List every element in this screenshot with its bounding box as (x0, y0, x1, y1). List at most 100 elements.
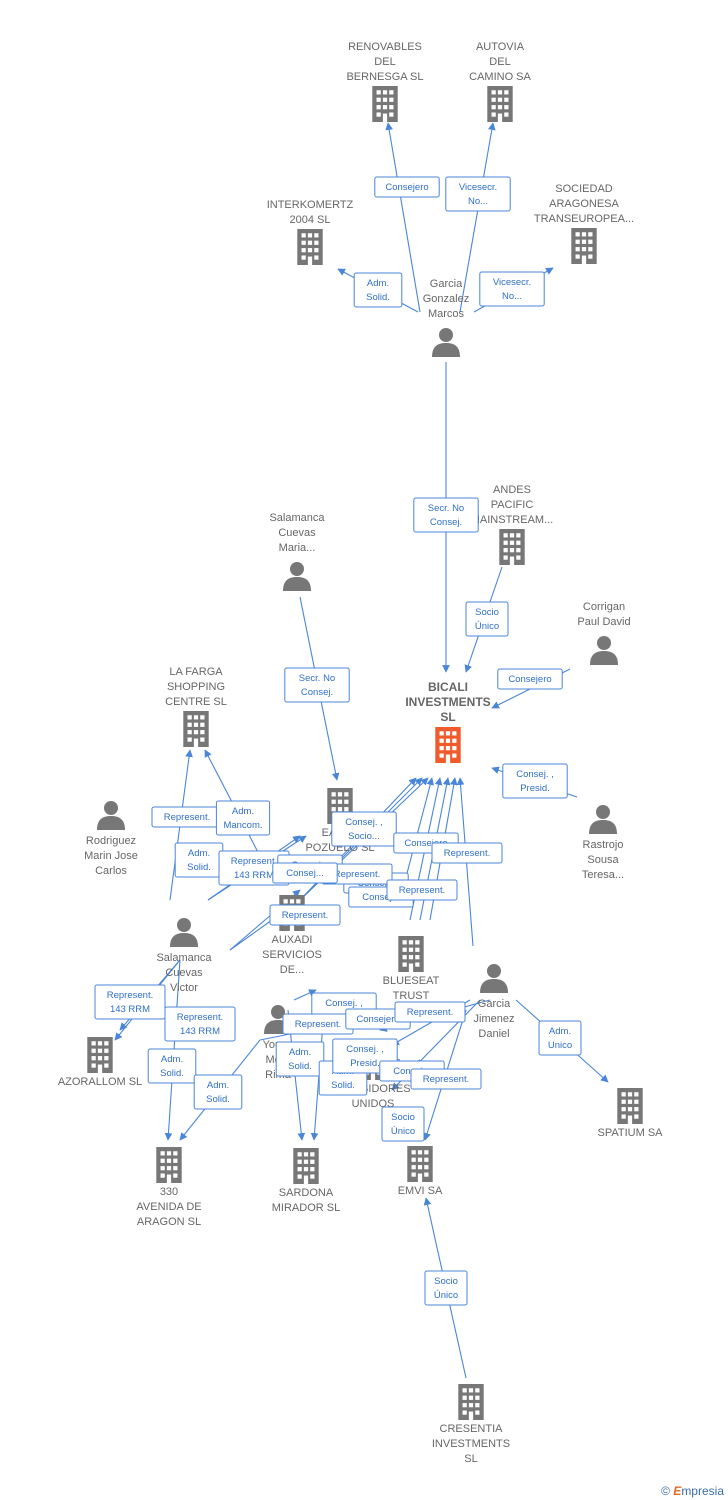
relation-label-text: Vicesecr. (493, 277, 531, 288)
copyright-icon: © (661, 1484, 670, 1498)
relation-label[interactable]: Represent. (269, 904, 341, 926)
relation-label[interactable]: Consejero (497, 668, 563, 690)
relation-label[interactable]: Represent. (431, 842, 503, 864)
node-label: Sousa (587, 854, 619, 866)
relation-label-text: Adm. (549, 1026, 571, 1037)
node-emvi[interactable]: EMVI SA (398, 1146, 443, 1197)
relation-label-box (413, 497, 479, 533)
relation-label[interactable]: Adm. Unico (538, 1020, 582, 1056)
node-label: PACIFIC (491, 499, 534, 511)
relation-label-text: Represent. (177, 1012, 223, 1023)
node-label: AZORALLOM SL (58, 1076, 142, 1088)
relation-label[interactable]: Vicesecr. No... (479, 271, 545, 307)
relation-label-box (431, 842, 503, 864)
node-andes[interactable]: ANDESPACIFICMAINSTREAM... (471, 484, 554, 565)
person-icon (170, 918, 198, 947)
relation-label[interactable]: Adm.Solid. (193, 1074, 243, 1110)
node-salamanca-m[interactable]: SalamancaCuevasMaria... (269, 512, 325, 591)
relation-label[interactable]: Vicesecr.No... (445, 176, 511, 212)
node-label: ANDES (493, 484, 531, 496)
relation-label-text: Consej. (301, 687, 333, 698)
node-auxadi[interactable]: AUXADISERVICIOSDE... (262, 895, 322, 976)
relation-label-text: Secr. No (299, 673, 335, 684)
relation-label-text: Represent. (282, 910, 328, 921)
relation-label[interactable]: Represent. (282, 1013, 354, 1035)
relation-label[interactable]: Adm.Mancom. (215, 800, 271, 836)
relation-label-box (445, 176, 511, 212)
node-label: CRESENTIA (440, 1423, 504, 1435)
relation-label[interactable]: Represent.143 RRM (94, 984, 166, 1020)
relation-label[interactable]: Consej. ,Presid. (502, 763, 568, 799)
relation-label[interactable]: Represent. (410, 1068, 482, 1090)
node-label: SPATIUM SA (598, 1127, 664, 1139)
relation-label[interactable]: Secr. No Consej. (284, 667, 350, 703)
node-label: TRUST (393, 990, 430, 1002)
node-label: Salamanca (269, 512, 325, 524)
person-icon (283, 562, 311, 591)
relation-label-box (215, 800, 271, 836)
node-label: DEL (489, 56, 510, 68)
relation-label[interactable]: Adm.Solid. (353, 272, 403, 308)
node-label: BLUESEAT (383, 975, 440, 987)
relation-label-box (269, 904, 341, 926)
person-icon (432, 328, 460, 357)
building-icon (499, 529, 525, 565)
node-label: DEL (374, 56, 395, 68)
relation-label[interactable]: Represent. (394, 1001, 466, 1023)
relation-label[interactable]: Represent. 143 RRM (164, 1006, 236, 1042)
relation-label-text: Socio... (348, 831, 380, 842)
node-label: DE... (280, 964, 304, 976)
node-label: SARDONA (279, 1187, 334, 1199)
node-sociedad[interactable]: SOCIEDADARAGONESATRANSEUROPEA... (534, 183, 634, 264)
node-label: EMVI SA (398, 1185, 443, 1197)
building-icon (297, 229, 323, 265)
relation-label-text: Vicesecr. (459, 182, 497, 193)
relation-label[interactable]: Represent.143 RRM (218, 850, 290, 886)
person-icon (590, 636, 618, 665)
relation-label-box (381, 1106, 425, 1142)
relation-label[interactable]: Consejero (374, 176, 440, 198)
relation-label-text: Consejero (404, 838, 447, 849)
relation-label[interactable]: Adm.Solid. (147, 1048, 197, 1084)
node-label: Carlos (95, 865, 127, 877)
footer-brand[interactable]: © Empresia (661, 1484, 724, 1498)
relation-label-text: 143 RRM (110, 1004, 150, 1015)
relation-label[interactable]: Consej. ,Socio... (331, 811, 397, 847)
relation-label-text: Unico (548, 1040, 572, 1051)
node-rastrojo[interactable]: RastrojoSousaTeresa... (582, 805, 624, 881)
node-blueseat[interactable]: BLUESEAT TRUST (383, 936, 440, 1002)
relation-label-text: Secr. No (428, 503, 464, 514)
relation-label-text: Solid. (288, 1061, 312, 1072)
relation-label-text: Represent. (399, 885, 445, 896)
relation-label-text: 143 RRM (180, 1026, 220, 1037)
relation-label[interactable]: Represent. (386, 879, 458, 901)
relation-label[interactable]: Represent. (151, 806, 223, 828)
relation-label[interactable]: Adm.Solid. (275, 1041, 325, 1077)
building-icon (293, 1148, 319, 1184)
relation-label-text: Único (434, 1290, 458, 1301)
relation-label[interactable]: Consej... (272, 862, 338, 884)
node-azorallom[interactable]: AZORALLOM SL (58, 1037, 142, 1088)
relation-label-text: No... (502, 291, 522, 302)
relation-label[interactable]: Adm.Solid. (174, 842, 224, 878)
building-icon (156, 1147, 182, 1183)
node-spatium[interactable]: SPATIUM SA (598, 1088, 664, 1139)
